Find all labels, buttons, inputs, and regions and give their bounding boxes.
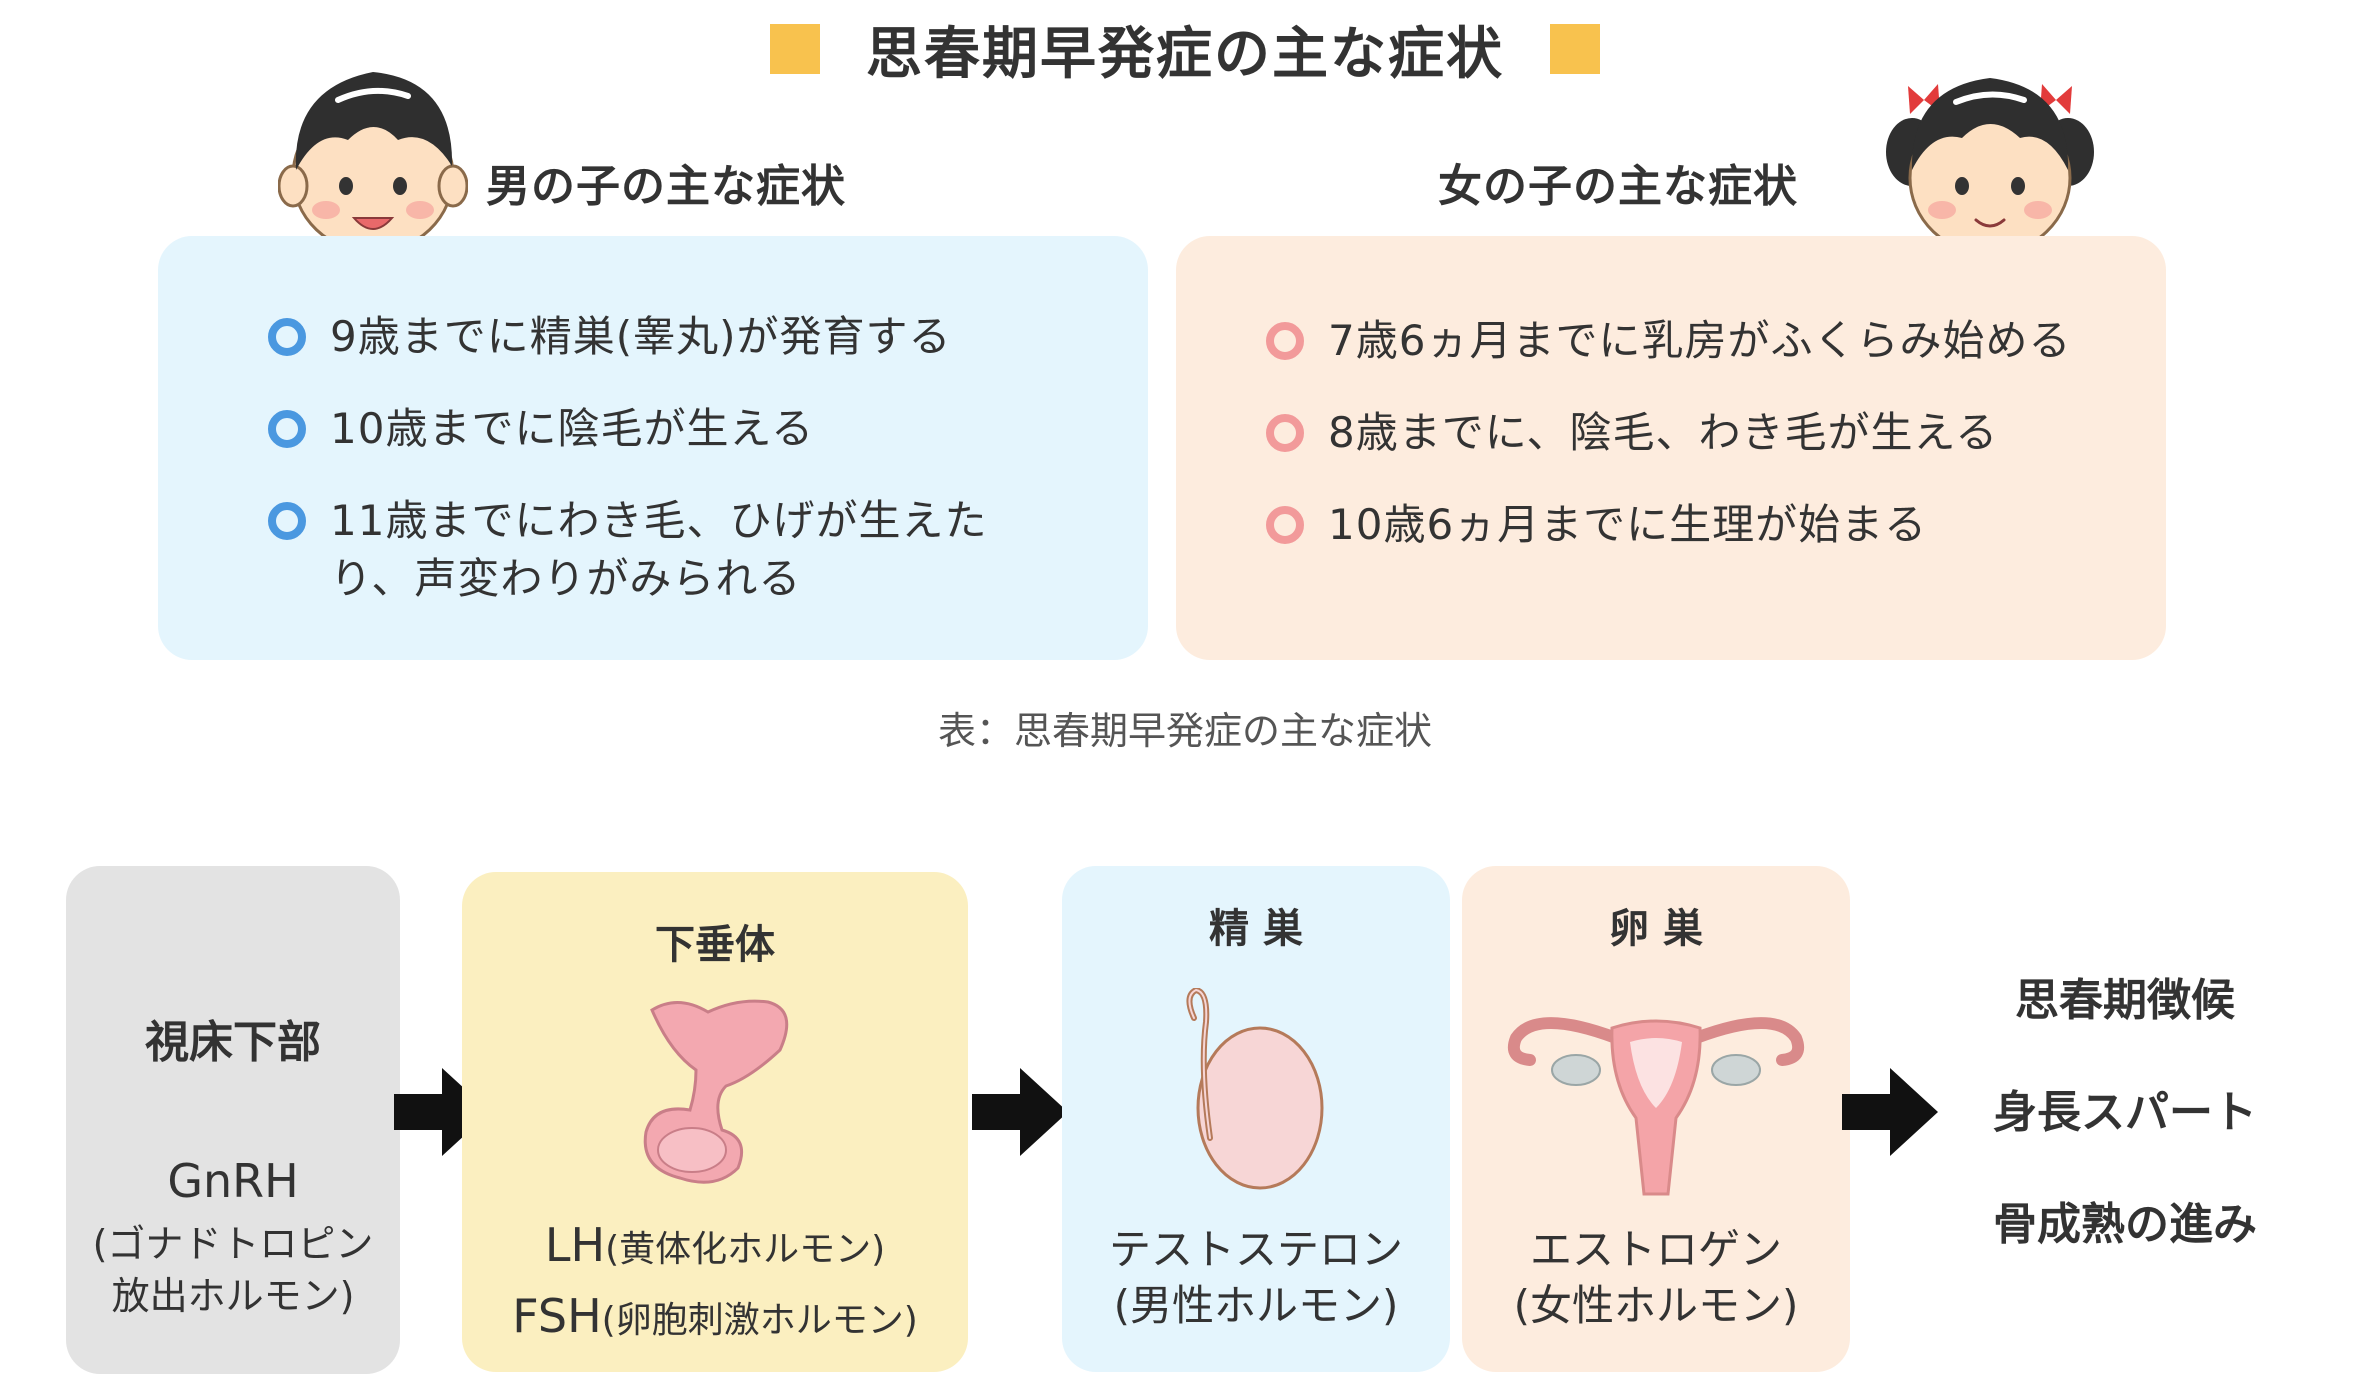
circle-bullet-icon (268, 502, 306, 540)
girl-symptom-text: 10歳6ヵ月までに生理が始まる (1328, 500, 1928, 549)
boy-symptoms-panel: 9歳までに精巣(睾丸)が発育する 10歳までに陰毛が生える 11歳までにわき毛、… (158, 236, 1148, 660)
title-square-left-icon (770, 24, 820, 74)
gnrh-description-line: (ゴナドトロピン (92, 1222, 374, 1266)
testosterone-description: (男性ホルモン) (1113, 1281, 1399, 1330)
testis-box: 精 巣 テストステロン (男性ホルモン) (1062, 866, 1450, 1372)
boy-symptom-text: 9歳までに精巣(睾丸)が発育する (330, 312, 952, 361)
page-title-row: 思春期早発症の主な症状 (0, 14, 2370, 87)
boy-symptom-text: 11歳までにわき毛、ひげが生えたり、声変わりがみられる (330, 496, 988, 603)
girl-symptom-item: 7歳6ヵ月までに乳房がふくらみ始める (1266, 312, 2071, 370)
circle-bullet-icon (268, 410, 306, 448)
pituitary-hormones: LH(黄体化ホルモン) FSH(卵胞刺激ホルモン) (462, 1212, 968, 1354)
pituitary-gland-icon (643, 999, 789, 1184)
circle-bullet-icon (1266, 322, 1304, 360)
gnrh-label: GnRH (167, 1154, 299, 1208)
girl-symptom-list: 7歳6ヵ月までに乳房がふくらみ始める 8歳までに、陰毛、わき毛が生える 10歳6… (1266, 312, 2071, 588)
pituitary-title: 下垂体 (655, 922, 775, 968)
table-caption: 表：思春期早発症の主な症状 (937, 709, 1432, 753)
boy-symptom-item: 10歳までに陰毛が生える (268, 400, 1050, 458)
right-arrow-icon (1842, 1068, 1938, 1156)
fsh-line: FSH(卵胞刺激ホルモン) (462, 1283, 968, 1354)
girl-face-icon (1886, 78, 2094, 256)
girl-section-label: 女の子の主な症状 (1438, 161, 1798, 212)
gnrh-description-line: 放出ホルモン) (111, 1274, 355, 1318)
estrogen-description: (女性ホルモン) (1513, 1281, 1799, 1330)
boy-face-icon (278, 72, 468, 254)
testis-title: 精 巣 (1209, 906, 1303, 952)
outcome-puberty-signs: 思春期徴候 (2015, 975, 2235, 1026)
lh-label: LH (544, 1218, 606, 1272)
girl-symptoms-panel: 7歳6ヵ月までに乳房がふくらみ始める 8歳までに、陰毛、わき毛が生える 10歳6… (1176, 236, 2166, 660)
outcome-bone-maturation: 骨成熟の進み (1993, 1199, 2257, 1250)
hypothalamus-box: 視床下部 GnRH (ゴナドトロピン 放出ホルモン) (66, 866, 400, 1374)
lh-line: LH(黄体化ホルモン) (462, 1212, 968, 1283)
hypothalamus-title: 視床下部 (145, 1017, 321, 1068)
ovary-title: 卵 巣 (1609, 906, 1703, 952)
uterus-ovary-icon (1507, 1017, 1805, 1196)
boy-symptom-item: 9歳までに精巣(睾丸)が発育する (268, 308, 1050, 366)
testosterone-label: テストステロン (1108, 1225, 1403, 1274)
girl-symptom-text: 8歳までに、陰毛、わき毛が生える (1328, 408, 1999, 457)
right-arrow-icon (972, 1068, 1068, 1156)
circle-bullet-icon (268, 318, 306, 356)
fsh-description: (卵胞刺激ホルモン) (601, 1300, 918, 1341)
boy-symptom-list: 9歳までに精巣(睾丸)が発育する 10歳までに陰毛が生える 11歳までにわき毛、… (268, 308, 1050, 642)
pituitary-box: 下垂体 LH(黄体化ホルモン) FSH(卵胞刺激ホルモン) (462, 872, 968, 1372)
boy-symptom-item: 11歳までにわき毛、ひげが生えたり、声変わりがみられる (268, 492, 1050, 608)
gnrh-description: (ゴナドトロピン 放出ホルモン) (66, 1218, 400, 1322)
girl-symptom-item: 8歳までに、陰毛、わき毛が生える (1266, 404, 2071, 462)
circle-bullet-icon (1266, 414, 1304, 452)
title-square-right-icon (1550, 24, 1600, 74)
ovary-hormone: エストロゲン (女性ホルモン) (1462, 1222, 1850, 1334)
testis-icon (1186, 988, 1324, 1190)
girl-symptom-text: 7歳6ヵ月までに乳房がふくらみ始める (1328, 316, 2072, 365)
estrogen-label: エストロゲン (1529, 1225, 1782, 1274)
boy-symptom-text: 10歳までに陰毛が生える (330, 404, 815, 453)
testis-hormone: テストステロン (男性ホルモン) (1062, 1222, 1450, 1334)
lh-description: (黄体化ホルモン) (605, 1229, 886, 1270)
boy-section-label: 男の子の主な症状 (486, 161, 846, 212)
girl-symptom-item: 10歳6ヵ月までに生理が始まる (1266, 496, 2071, 554)
circle-bullet-icon (1266, 506, 1304, 544)
outcome-growth-spurt: 身長スパート (1993, 1087, 2257, 1138)
ovary-box: 卵 巣 エストロゲン (女性ホルモン) (1462, 866, 1850, 1372)
page-title: 思春期早発症の主な症状 (866, 21, 1504, 87)
fsh-label: FSH (512, 1289, 602, 1343)
